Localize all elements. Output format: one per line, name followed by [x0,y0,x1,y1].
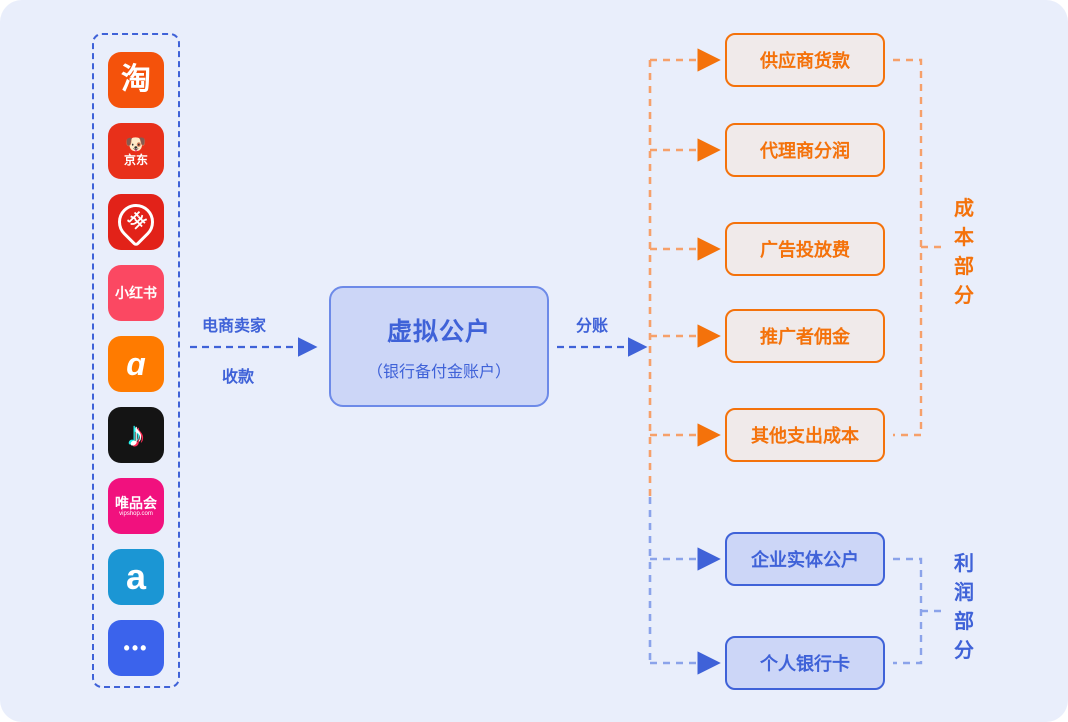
platform-icon-xiaohongshu[interactable]: 小红书 [108,265,164,321]
bracket-cost [893,58,923,437]
output-label: 供应商货款 [760,51,850,71]
douyin-note-icon: ♪ [127,416,145,454]
vipshop-glyph: 唯品会 [115,494,157,511]
output-label: 其他支出成本 [751,426,859,446]
platform-icon-pinduoduo[interactable]: 拼 [108,194,164,250]
output-box-personal-bank-card[interactable]: 个人银行卡 [725,636,885,690]
jingdong-dog-icon: 🐶 [125,135,147,154]
group-label-profit: 利润部分 [954,553,974,662]
platform-icon-amazon[interactable]: a [108,549,164,605]
outbound-label: 分账 [576,318,609,335]
platform-icon-taobao[interactable]: 淘 [108,52,164,108]
output-box-agent-share[interactable]: 代理商分润 [725,123,885,177]
amazon-glyph: a [125,556,147,597]
ellipsis-icon: ••• [123,638,149,658]
virtual-account-title: 虚拟公户 [386,317,491,346]
output-label: 推广者佣金 [760,327,850,347]
taobao-glyph: 淘 [121,63,151,96]
xiaohongshu-glyph: 小红书 [115,285,157,301]
platform-icon-more[interactable]: ••• [108,620,164,676]
inbound-label-top: 电商卖家 [202,318,267,335]
output-label: 个人银行卡 [760,654,850,674]
output-label: 代理商分润 [760,141,850,161]
platform-icon-douyin[interactable]: ♪ [108,407,164,463]
vipshop-domain: vipshop.com [119,510,153,517]
output-label: 广告投放费 [760,240,850,260]
output-box-promoter-commission[interactable]: 推广者佣金 [725,309,885,363]
pinduoduo-glyph: 拼 [110,196,162,248]
jingdong-label: 京东 [123,153,148,167]
platform-icon-vipshop[interactable]: 唯品会 vipshop.com [108,478,164,534]
platform-icon-alibaba[interactable]: ɑ [108,336,164,392]
output-box-supplier-payment[interactable]: 供应商货款 [725,33,885,87]
virtual-account-subtitle: （银行备付金账户） [366,363,511,381]
alibaba-glyph: ɑ [126,346,146,382]
output-label: 企业实体公户 [751,550,859,570]
inbound-label-bottom: 收款 [222,369,255,386]
platform-icon-jingdong[interactable]: 🐶 京东 [108,123,164,179]
output-box-ad-spend[interactable]: 广告投放费 [725,222,885,276]
output-box-other-cost[interactable]: 其他支出成本 [725,408,885,462]
bracket-profit [893,557,923,665]
virtual-account-node[interactable]: 虚拟公户 （银行备付金账户） [329,286,549,407]
platform-icon-group [92,33,180,688]
group-label-cost: 成本部分 [954,198,974,307]
output-box-corporate-account[interactable]: 企业实体公户 [725,532,885,586]
